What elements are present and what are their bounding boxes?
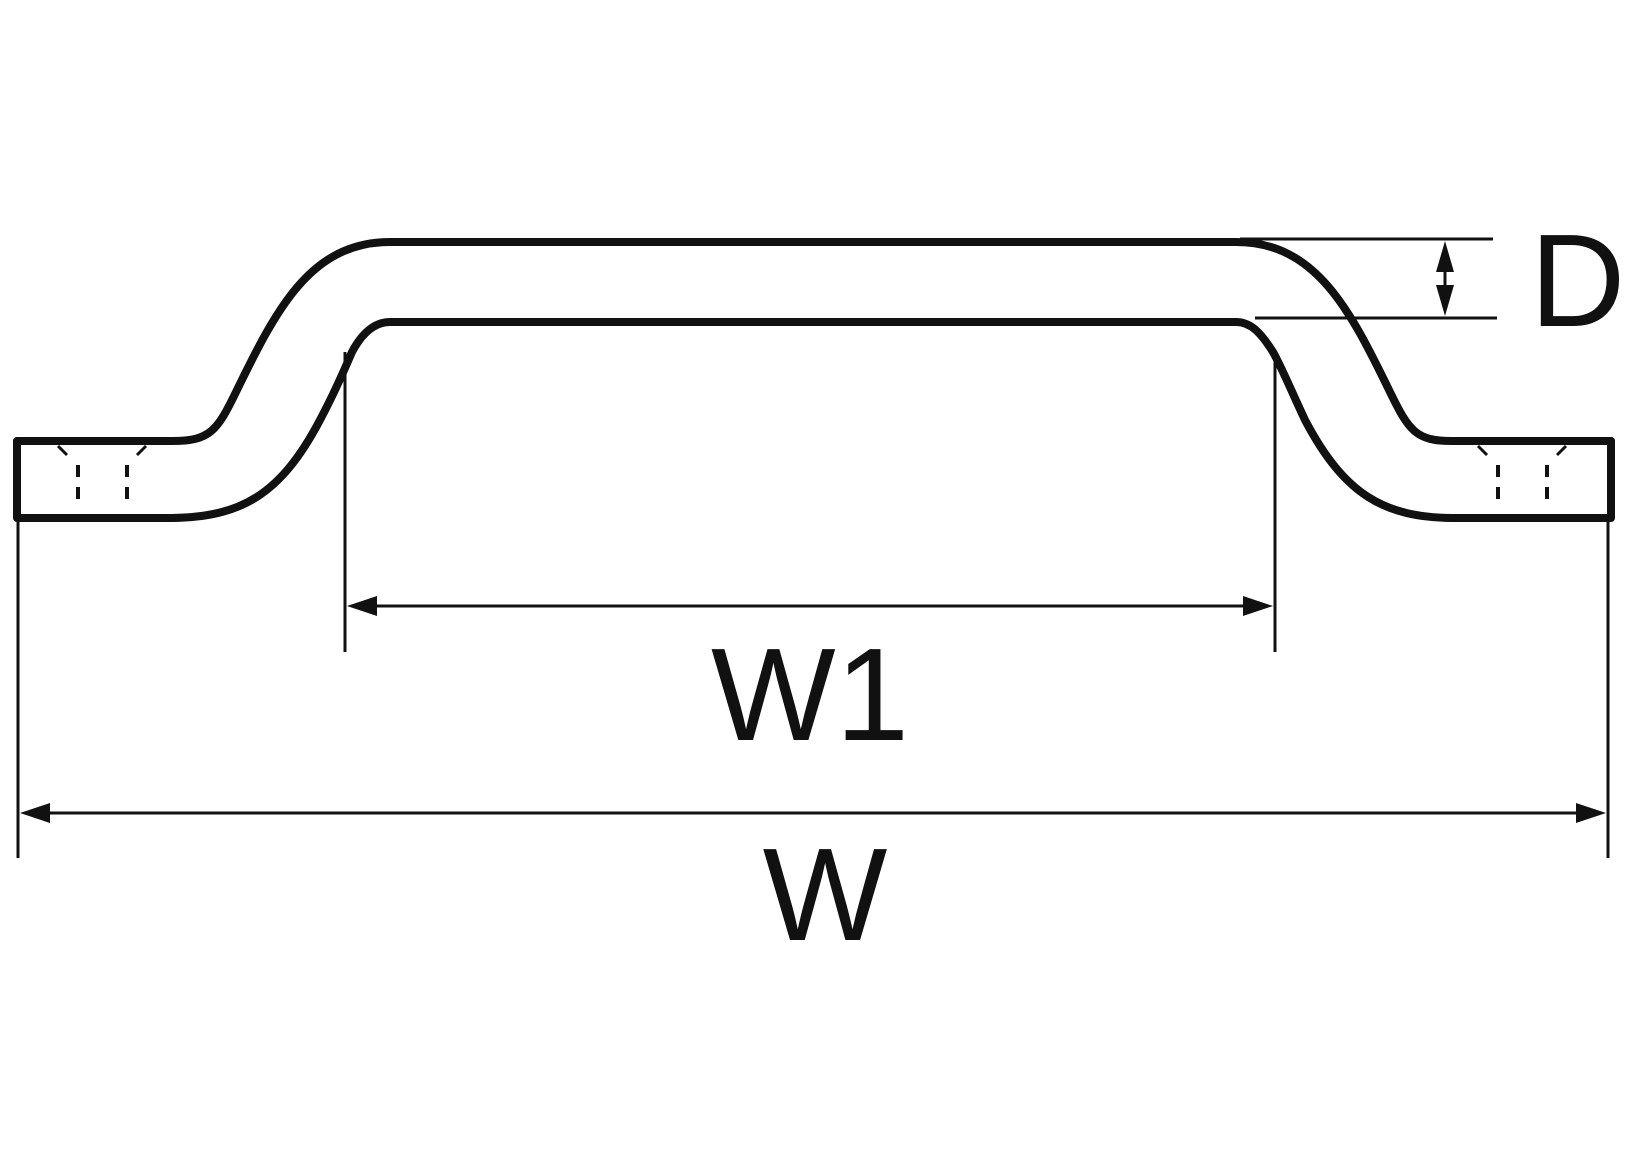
- right-hole-chamfer-a: [1476, 444, 1489, 457]
- inner-width-arrow-right: [1243, 596, 1273, 616]
- overall-width-label: W: [763, 821, 888, 968]
- depth-arrow-bottom: [1436, 285, 1454, 316]
- overall-width-dimension: W: [16, 522, 1610, 968]
- handle-top-edge: [13, 238, 1615, 445]
- handle-outer-edge: [13, 318, 1615, 522]
- inner-width-arrow-left: [347, 596, 377, 616]
- handle-outline: [13, 238, 1615, 522]
- depth-dimension: D: [1240, 207, 1625, 354]
- left-mounting-hole: [56, 444, 148, 506]
- overall-width-arrow-right: [1576, 803, 1606, 823]
- left-hole-chamfer-a: [56, 444, 69, 457]
- inner-width-dimension: W1: [343, 352, 1277, 768]
- depth-arrow-top: [1436, 241, 1454, 272]
- left-hole-chamfer-b: [135, 444, 148, 457]
- right-hole-chamfer-b: [1555, 444, 1568, 457]
- right-mounting-hole: [1476, 444, 1568, 506]
- overall-width-arrow-left: [20, 803, 50, 823]
- inner-width-label: W1: [711, 621, 909, 768]
- depth-label: D: [1530, 207, 1625, 354]
